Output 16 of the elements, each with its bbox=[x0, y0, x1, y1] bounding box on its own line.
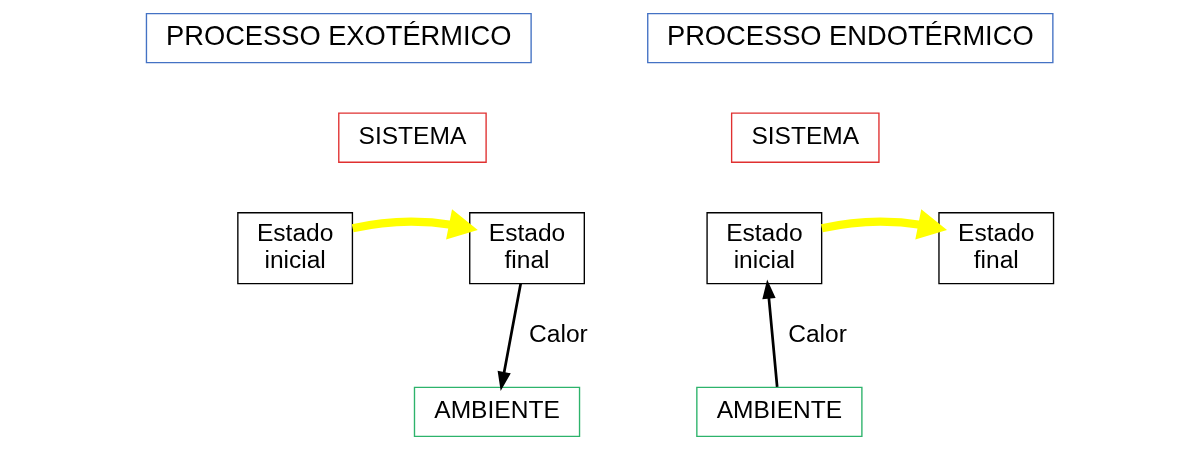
node-box: Estado final bbox=[469, 212, 585, 285]
node-box: AMBIENTE bbox=[413, 386, 581, 438]
arrow bbox=[351, 209, 478, 240]
node-box: SISTEMA bbox=[730, 112, 880, 163]
node-box: Estado inicial bbox=[706, 212, 823, 285]
node-box: PROCESSO EXOTÉRMICO bbox=[145, 12, 532, 64]
arrow bbox=[497, 283, 522, 391]
arrow bbox=[821, 209, 947, 240]
arrow bbox=[762, 279, 779, 387]
edge-label: Calor bbox=[529, 319, 588, 347]
node-box: AMBIENTE bbox=[696, 386, 863, 438]
edge-label: Calor bbox=[788, 319, 847, 347]
node-box: PROCESSO ENDOTÉRMICO bbox=[647, 12, 1054, 64]
node-box: Estado inicial bbox=[237, 212, 354, 285]
node-box: Estado final bbox=[938, 212, 1055, 285]
node-box: SISTEMA bbox=[338, 112, 487, 163]
